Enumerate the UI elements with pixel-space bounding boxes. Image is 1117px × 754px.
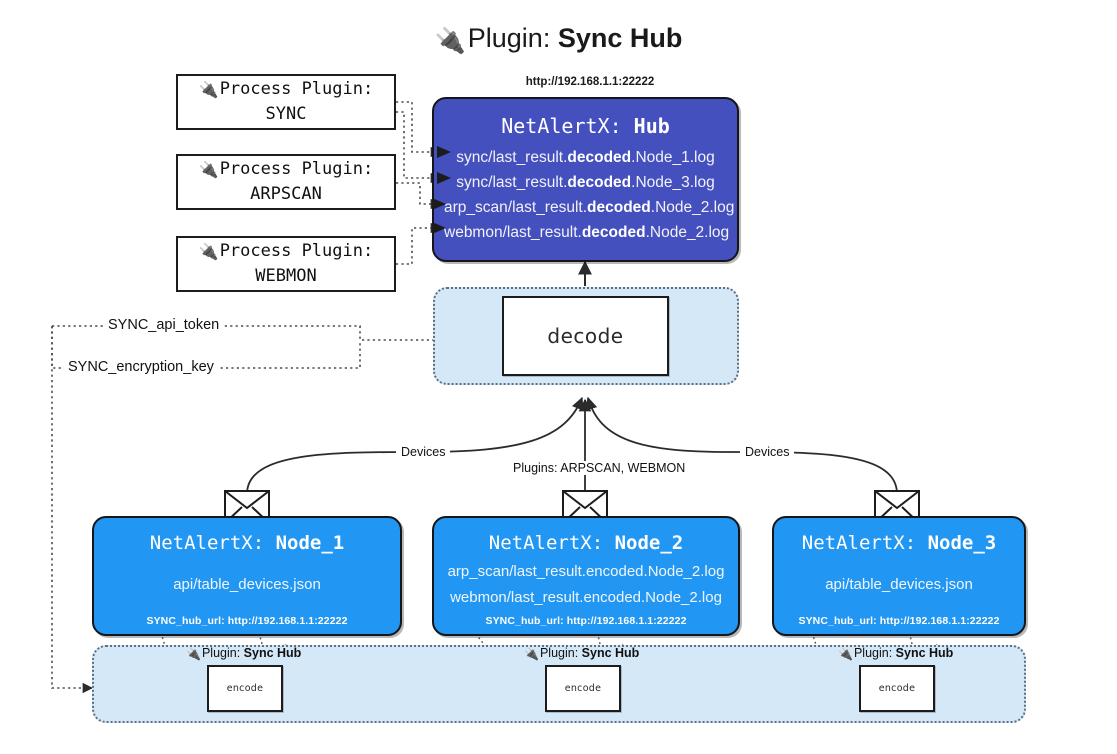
node-title: NetAlertX: Node_2 bbox=[488, 532, 684, 554]
process-plugin-line2: SYNC bbox=[265, 104, 307, 124]
plug-icon: 🔌 bbox=[198, 80, 219, 99]
process-plugin-box-sync[interactable]: 🔌Process Plugin: SYNC bbox=[176, 74, 396, 130]
devices-label-left: Devices bbox=[396, 445, 451, 459]
title-name: Sync Hub bbox=[557, 23, 683, 53]
hub-title: NetAlertX: Hub bbox=[501, 114, 670, 138]
encode-box-node-2[interactable]: encode bbox=[545, 665, 621, 712]
sync-encryption-key-label: SYNC_encryption_key bbox=[64, 359, 218, 375]
title-prefix: Plugin: bbox=[467, 23, 551, 53]
hub-title-name: Hub bbox=[633, 114, 670, 138]
encode-label: encode bbox=[878, 683, 916, 694]
hub-log-line: sync/last_result.decoded.Node_3.log bbox=[456, 174, 715, 191]
node-line: arp_scan/last_result.encoded.Node_2.log bbox=[447, 562, 725, 580]
plug-icon: 🔌 bbox=[186, 647, 201, 661]
page-title: 🔌Plugin: Sync Hub bbox=[0, 16, 1117, 63]
hub-log-line: sync/last_result.decoded.Node_1.log bbox=[456, 149, 715, 166]
hub-title-prefix: NetAlertX: bbox=[501, 114, 622, 138]
plug-icon: 🔌 bbox=[524, 647, 539, 661]
node-line: api/table_devices.json bbox=[825, 575, 973, 593]
process-plugin-line2: WEBMON bbox=[255, 266, 317, 286]
node-box-node-2[interactable]: NetAlertX: Node_2 arp_scan/last_result.e… bbox=[432, 516, 740, 636]
process-plugin-box-arpscan[interactable]: 🔌Process Plugin: ARPSCAN bbox=[176, 154, 396, 210]
node-line: api/table_devices.json bbox=[173, 575, 321, 593]
process-plugin-line1: 🔌Process Plugin: bbox=[198, 241, 374, 261]
plug-icon: 🔌 bbox=[198, 160, 219, 179]
hub-log-line: webmon/last_result.decoded.Node_2.log bbox=[444, 224, 730, 241]
encode-plugin-label: 🔌Plugin: Sync Hub bbox=[524, 646, 640, 661]
encode-box-node-1[interactable]: encode bbox=[207, 665, 283, 712]
encode-box-node-3[interactable]: encode bbox=[859, 665, 935, 712]
devices-label-right: Devices bbox=[740, 445, 795, 459]
sync-api-token-label: SYNC_api_token bbox=[104, 317, 224, 333]
plug-icon: 🔌 bbox=[434, 27, 466, 55]
plug-icon: 🔌 bbox=[838, 647, 853, 661]
hub-log-line: arp_scan/last_result.decoded.Node_2.log bbox=[444, 199, 735, 216]
node-box-node-1[interactable]: NetAlertX: Node_1 api/table_devices.json… bbox=[92, 516, 402, 636]
node-title: NetAlertX: Node_1 bbox=[149, 532, 345, 554]
decode-box[interactable]: decode bbox=[502, 296, 669, 376]
node-line: webmon/last_result.encoded.Node_2.log bbox=[450, 588, 722, 606]
encode-plugin-label: 🔌Plugin: Sync Hub bbox=[186, 646, 302, 661]
node-title: NetAlertX: Node_3 bbox=[801, 532, 997, 554]
process-plugin-box-webmon[interactable]: 🔌Process Plugin: WEBMON bbox=[176, 236, 396, 292]
encode-label: encode bbox=[226, 683, 264, 694]
plugins-label-center: Plugins: ARPSCAN, WEBMON bbox=[508, 461, 691, 475]
plug-icon: 🔌 bbox=[198, 242, 219, 261]
node-footer: SYNC_hub_url: http://192.168.1.1:22222 bbox=[146, 615, 348, 627]
decode-label: decode bbox=[547, 324, 624, 348]
node-lines: api/table_devices.json bbox=[780, 554, 1018, 615]
node-footer: SYNC_hub_url: http://192.168.1.1:22222 bbox=[485, 615, 687, 627]
encode-plugin-label: 🔌Plugin: Sync Hub bbox=[838, 646, 954, 661]
process-plugin-line1: 🔌Process Plugin: bbox=[198, 79, 374, 99]
node-lines: api/table_devices.json bbox=[100, 554, 394, 615]
hub-url-label: http://192.168.1.1:22222 bbox=[525, 76, 655, 88]
hub-box[interactable]: NetAlertX: Hub sync/last_result.decoded.… bbox=[432, 97, 739, 262]
process-plugin-line1: 🔌Process Plugin: bbox=[198, 159, 374, 179]
node-footer: SYNC_hub_url: http://192.168.1.1:22222 bbox=[798, 615, 1000, 627]
encode-label: encode bbox=[564, 683, 602, 694]
process-plugin-line2: ARPSCAN bbox=[250, 184, 322, 204]
node-lines: arp_scan/last_result.encoded.Node_2.log … bbox=[440, 554, 732, 615]
node-box-node-3[interactable]: NetAlertX: Node_3 api/table_devices.json… bbox=[772, 516, 1026, 636]
